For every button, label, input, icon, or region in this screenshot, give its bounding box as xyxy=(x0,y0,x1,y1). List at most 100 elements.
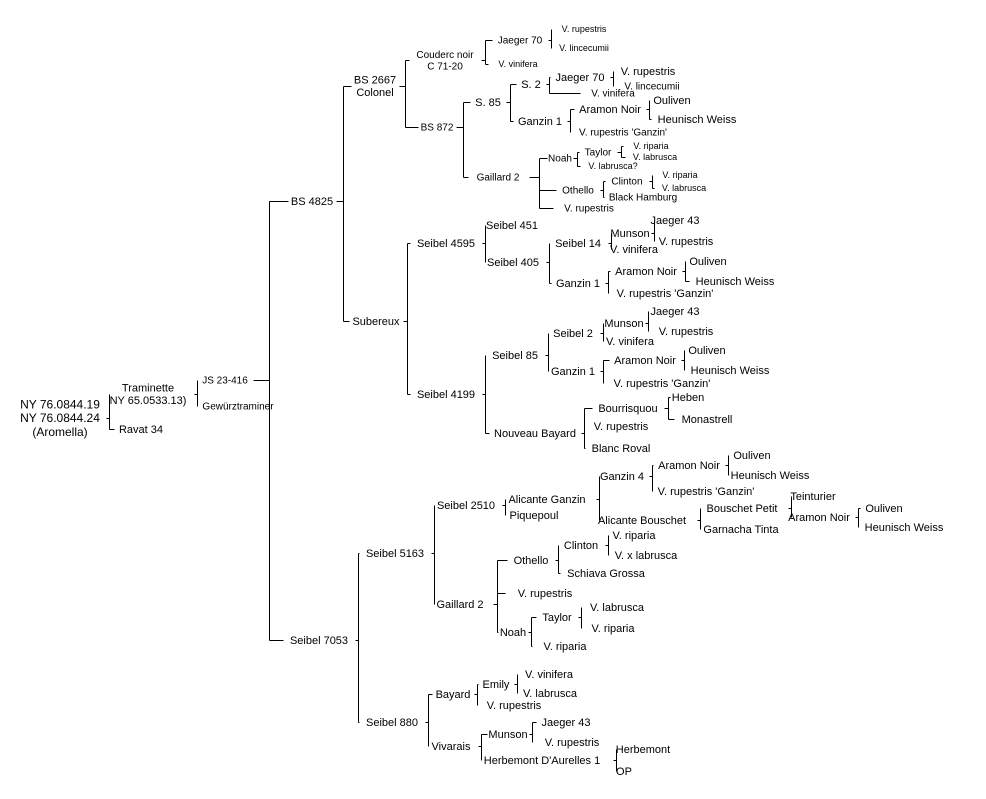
node-label: Gewürztraminer xyxy=(202,402,274,413)
node-label-line: BS 4825 xyxy=(291,196,333,208)
node-label-line: Taylor xyxy=(542,612,572,624)
node-label: Aramon Noir xyxy=(614,355,676,367)
node-label-line: V. labrusca xyxy=(633,152,677,162)
node-label: Heunisch Weiss xyxy=(696,276,775,288)
node-label: V. riparia xyxy=(612,530,656,542)
node-label: V. x labrusca xyxy=(615,550,678,562)
node-label: V. labrusca xyxy=(523,688,578,700)
node-label-line: Seibel 14 xyxy=(555,238,601,250)
node-label-line: Seibel 880 xyxy=(366,717,418,729)
node-label: Jaeger 43 xyxy=(542,717,591,729)
node-label-line: V. lincecumii xyxy=(624,82,679,93)
node-label: V. labrusca xyxy=(662,183,706,193)
node-label: V. labrusca? xyxy=(588,161,637,171)
node-label: Jaeger 43 xyxy=(651,306,700,318)
node-label: Seibel 405 xyxy=(487,257,539,269)
node-label-line: Heben xyxy=(672,392,704,404)
node-label-line: V. vinifera xyxy=(610,244,659,256)
node-label-line: Ouliven xyxy=(653,95,690,107)
node-label-line: BS 872 xyxy=(421,123,454,134)
node-label: V. vinifera xyxy=(606,336,655,348)
node-label: Black Hamburg xyxy=(609,193,677,204)
node-label-line: Ouliven xyxy=(865,503,902,515)
node-label-line: NY 76.0844.24 xyxy=(20,411,100,425)
node-label: Jaeger 70 xyxy=(556,72,605,84)
node-label-line: V. riparia xyxy=(543,641,587,653)
node-label: Monastrell xyxy=(682,414,733,426)
node-label-line: V. rupestris xyxy=(594,421,649,433)
node-label-line: V. riparia xyxy=(612,530,656,542)
node-label-line: V. rupestris xyxy=(621,66,676,78)
node-label: Alicante Ganzin xyxy=(508,494,585,506)
node-label-line: V. rupestris 'Ganzin' xyxy=(617,288,714,300)
node-label-line: Jaeger 43 xyxy=(542,717,591,729)
node-label-line: V. vinifera xyxy=(591,89,635,100)
node-label: Ouliven xyxy=(689,256,726,268)
node-label: V. vinifera xyxy=(498,59,537,69)
node-label: Heben xyxy=(672,392,704,404)
node-label: Taylor xyxy=(542,612,572,624)
pedigree-connectors xyxy=(106,29,861,772)
node-label-line: Jaeger 70 xyxy=(556,72,605,84)
node-label-line: V. riparia xyxy=(633,141,668,151)
node-label: Jaeger 43 xyxy=(651,215,700,227)
node-label-line: Bourrisquou xyxy=(598,403,657,415)
node-label-line: Seibel 4595 xyxy=(417,238,475,250)
node-label-line: V. rupestris xyxy=(562,24,607,34)
node-label: V. rupestris xyxy=(659,236,714,248)
node-label: V. vinifera xyxy=(591,89,635,100)
node-label: Jaeger 70 xyxy=(498,36,543,47)
node-label-line: Munson xyxy=(488,729,527,741)
node-label-line: V. rupestris xyxy=(487,700,542,712)
node-label: Noah xyxy=(500,627,526,639)
node-label-line: Bayard xyxy=(436,689,471,701)
node-label-line: Blanc Roval xyxy=(592,443,651,455)
node-label: Emily xyxy=(483,679,510,691)
node-label-line: Ganzin 1 xyxy=(518,116,562,128)
node-label: Ouliven xyxy=(733,450,770,462)
node-label: Aramon Noir xyxy=(615,266,677,278)
node-label-line: Heunisch Weiss xyxy=(691,365,770,377)
node-label-line: V. rupestris xyxy=(564,204,614,215)
node-label-line: Munson xyxy=(610,228,649,240)
node-label: Blanc Roval xyxy=(592,443,651,455)
node-label-line: V. vinifera xyxy=(525,669,574,681)
node-label: Alicante Bouschet xyxy=(598,515,686,527)
node-label-line: Munson xyxy=(604,318,643,330)
node-label: S. 85 xyxy=(475,97,501,109)
node-label-line: Heunisch Weiss xyxy=(696,276,775,288)
node-label: V. riparia xyxy=(543,641,587,653)
node-label-line: Alicante Bouschet xyxy=(598,515,686,527)
node-label-line: OP xyxy=(616,766,632,778)
node-label-line: V. rupestris xyxy=(518,588,573,600)
node-label-line: Seibel 2510 xyxy=(437,500,495,512)
node-label-line: Aramon Noir xyxy=(579,104,641,116)
node-label: V. rupestris 'Ganzin' xyxy=(658,486,755,498)
node-label-line: V. rupestris 'Ganzin' xyxy=(614,378,711,390)
node-label: Ganzin 1 xyxy=(556,278,600,290)
node-label: V. riparia xyxy=(662,170,697,180)
node-label-line: Othello xyxy=(514,555,549,567)
node-label-line: V. riparia xyxy=(591,623,635,635)
node-label-line: Monastrell xyxy=(682,414,733,426)
node-label-line: Aramon Noir xyxy=(614,355,676,367)
node-label: S. 2 xyxy=(521,79,541,91)
node-label: Heunisch Weiss xyxy=(865,522,944,534)
node-label: Seibel 2510 xyxy=(437,500,495,512)
node-label-line: Nouveau Bayard xyxy=(494,428,576,440)
node-label-line: Gaillard 2 xyxy=(436,599,483,611)
node-label-line: V. rupestris xyxy=(659,236,714,248)
node-label: Taylor xyxy=(585,148,612,159)
node-label: Subereux xyxy=(352,316,400,328)
node-label: V. rupestris 'Ganzin' xyxy=(579,128,667,139)
node-label: Seibel 85 xyxy=(492,350,538,362)
node-label: Munson xyxy=(610,228,649,240)
node-label-line: (Aromella) xyxy=(32,425,87,439)
node-label-line: Seibel 405 xyxy=(487,257,539,269)
node-label-line: Jaeger 70 xyxy=(498,36,543,47)
node-label-line: Ganzin 1 xyxy=(556,278,600,290)
node-label: Bayard xyxy=(436,689,471,701)
node-label-line: V. labrusca xyxy=(523,688,578,700)
